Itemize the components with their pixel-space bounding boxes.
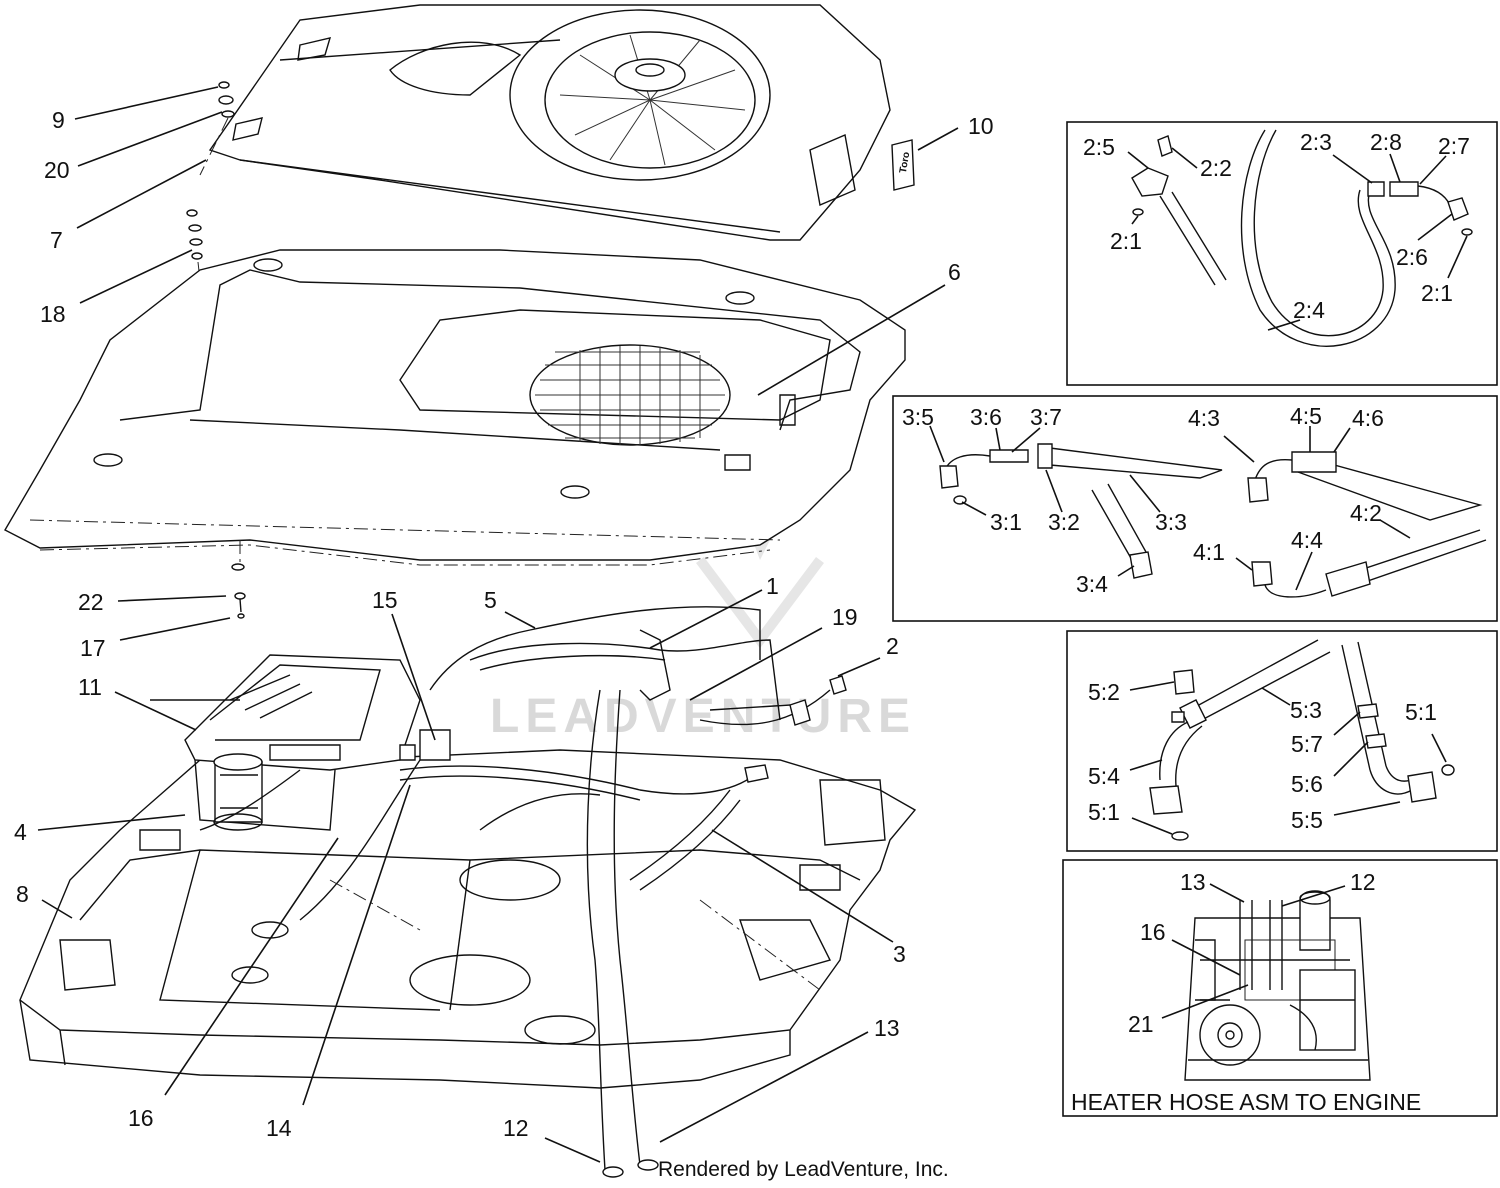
callout-14: 14 [266,1115,292,1141]
detail-box-heater-hose: 13 12 16 21 HEATER HOSE ASM TO ENGINE [1062,859,1498,1117]
watermark-text: LEADVENTURE [490,690,916,743]
callout-5: 5 [484,587,497,613]
callout-8: 8 [16,881,29,907]
label-3-2: 3:2 [1048,509,1080,535]
label-heater-21: 21 [1128,1011,1154,1037]
receiver-drier [213,753,263,831]
label-2-2: 2:2 [1200,155,1232,181]
callout-3: 3 [893,941,906,967]
callout-15: 15 [372,587,398,613]
main-callouts: 9 20 7 18 10 6 22 17 11 4 8 15 5 1 19 2 … [14,86,994,1163]
label-2-1-left: 2:1 [1110,228,1142,254]
callout-16: 16 [128,1105,154,1131]
heater-detail-caption: HEATER HOSE ASM TO ENGINE [1071,1089,1421,1115]
callout-13: 13 [874,1015,900,1041]
callout-1: 1 [766,573,779,599]
callout-20: 20 [44,157,70,183]
label-3-6: 3:6 [970,404,1002,430]
label-3-1: 3:1 [990,509,1022,535]
detail-box-5: 5:2 5:3 5:1 5:7 5:4 5:6 5:1 5:5 [1066,630,1498,852]
label-4-1: 4:1 [1193,539,1225,565]
label-5-1-left: 5:1 [1088,799,1120,825]
label-2-4: 2:4 [1293,297,1325,323]
watermark: LEADVENTURE [490,480,916,743]
label-heater-12: 12 [1350,869,1376,895]
detail-box-3-4: 3:5 3:6 3:7 3:1 3:2 3:3 3:4 4:3 4:5 4:6 … [892,395,1498,622]
label-3-7: 3:7 [1030,404,1062,430]
label-4-5: 4:5 [1290,403,1322,429]
label-5-5: 5:5 [1291,807,1323,833]
decal-text: Toro [898,151,913,174]
label-4-6: 4:6 [1352,405,1384,431]
label-2-6: 2:6 [1396,244,1428,270]
callout-17: 17 [80,635,106,661]
label-heater-16: 16 [1140,919,1166,945]
callout-7: 7 [50,227,63,253]
headliner-grille [535,346,725,445]
callout-11: 11 [78,674,102,700]
label-2-1-right: 2:1 [1421,280,1453,306]
label-3-4: 3:4 [1076,571,1108,597]
label-5-7: 5:7 [1291,731,1323,757]
callout-18: 18 [40,301,66,327]
headliner-panel [4,249,906,570]
label-2-5: 2:5 [1083,134,1115,160]
roof-cover [208,4,891,241]
label-2-8: 2:8 [1370,129,1402,155]
main-hoses [150,606,847,1178]
callout-12: 12 [503,1115,529,1141]
detail-box-2: 2:5 2:2 2:1 2:3 2:8 2:7 2:6 2:1 2:4 [1066,121,1498,386]
callout-19: 19 [832,604,858,630]
heater-evaporator-box [184,654,421,831]
callout-10: 10 [968,113,994,139]
callout-9: 9 [52,107,65,133]
label-5-3: 5:3 [1290,697,1322,723]
callout-2: 2 [886,633,899,659]
callout-4: 4 [14,819,27,845]
label-3-3: 3:3 [1155,509,1187,535]
label-5-1-right: 5:1 [1405,699,1437,725]
floor-tub [19,749,917,1089]
label-2-3: 2:3 [1300,129,1332,155]
label-4-2: 4:2 [1350,500,1382,526]
label-2-7: 2:7 [1438,133,1470,159]
toro-decal: Toro [891,139,915,191]
label-5-2: 5:2 [1088,679,1120,705]
callout-6: 6 [948,259,961,285]
label-4-3: 4:3 [1188,405,1220,431]
render-credit: Rendered by LeadVenture, Inc. [658,1158,949,1181]
label-4-4: 4:4 [1291,527,1323,553]
label-3-5: 3:5 [902,404,934,430]
pin-fasteners [231,563,246,619]
callout-22: 22 [78,589,104,615]
label-5-4: 5:4 [1088,763,1120,789]
engine-illustration [1184,890,1371,1081]
label-heater-13: 13 [1180,869,1206,895]
label-5-6: 5:6 [1291,771,1323,797]
